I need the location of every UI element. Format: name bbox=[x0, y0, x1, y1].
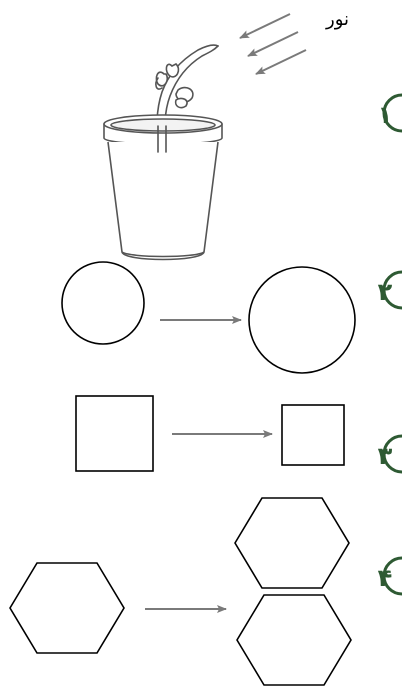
small-square bbox=[281, 404, 345, 466]
item-4: ۴ bbox=[9, 497, 402, 686]
light-label: نور bbox=[325, 9, 349, 30]
flower-pot bbox=[103, 114, 223, 261]
number-badge-2: ۲ bbox=[378, 270, 402, 310]
light-ray bbox=[239, 13, 291, 39]
item-3: ۳ bbox=[75, 395, 402, 474]
number-badge-4: ۴ bbox=[378, 556, 402, 596]
large-square bbox=[75, 395, 154, 472]
number-badge-1: ۱ bbox=[378, 93, 402, 133]
light-ray bbox=[247, 31, 299, 57]
result-hexagon-bottom bbox=[236, 594, 352, 686]
source-hexagon bbox=[9, 562, 125, 654]
small-circle bbox=[61, 261, 145, 345]
number-2: ۲ bbox=[378, 278, 393, 306]
item-1: نور bbox=[103, 9, 402, 261]
number-badge-3: ۳ bbox=[378, 434, 402, 474]
large-circle bbox=[248, 266, 356, 374]
result-hexagon-top bbox=[234, 497, 350, 589]
number-1: ۱ bbox=[378, 101, 393, 129]
number-4: ۴ bbox=[378, 564, 393, 592]
item-2: ۲ bbox=[61, 261, 402, 374]
number-3: ۳ bbox=[378, 442, 393, 470]
light-ray bbox=[255, 49, 307, 75]
light-rays bbox=[239, 13, 307, 75]
